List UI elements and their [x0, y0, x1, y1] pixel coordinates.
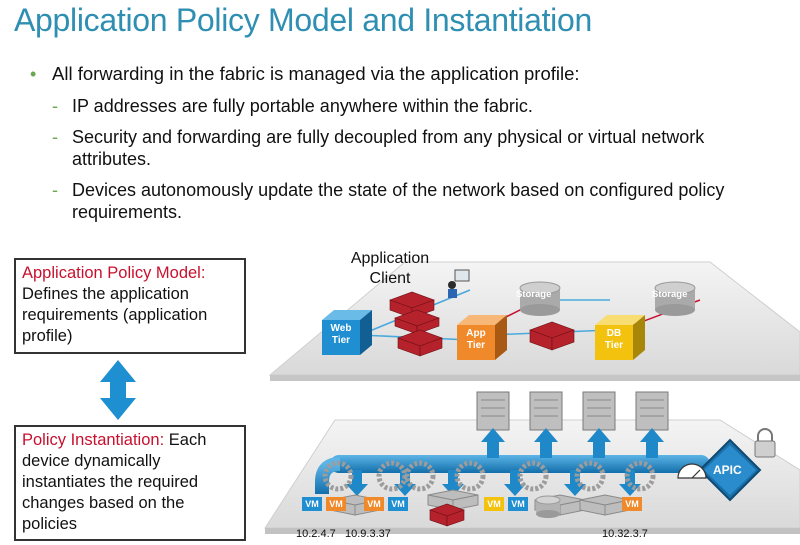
- vm-badge: VM: [364, 497, 384, 511]
- vm-badge: VM: [508, 497, 528, 511]
- vm-label: VM: [305, 499, 319, 509]
- firewall-icon: [429, 503, 465, 527]
- vm-badge: VM: [326, 497, 346, 511]
- storage-icon: [654, 281, 696, 316]
- ip-address-label: 10.2.4.7: [296, 528, 336, 540]
- dashboard-icon: [677, 463, 707, 479]
- sub-bullet-text: Security and forwarding are fully decoup…: [72, 127, 705, 169]
- gear-ring-icon: [322, 460, 656, 492]
- vm-label: VM: [625, 499, 639, 509]
- apic-controller-icon: [698, 438, 762, 502]
- vm-badge: VM: [388, 497, 408, 511]
- page-title: Application Policy Model and Instantiati…: [14, 2, 592, 38]
- leaf-switch-icon: [579, 494, 631, 516]
- firewall-icon: [397, 329, 443, 357]
- client-workstation-icon: [448, 269, 470, 298]
- storage-label: Storage: [516, 289, 552, 300]
- vm-label: VM: [511, 499, 525, 509]
- web-tier-cube: [322, 310, 372, 355]
- storage-label: Storage: [652, 289, 688, 300]
- bullet-dot-icon: •: [30, 64, 37, 84]
- up-arrow-icon: [481, 428, 664, 458]
- vm-badge: VM: [484, 497, 504, 511]
- vm-badge: VM: [302, 497, 322, 511]
- sub-bullet: -Devices autonomously update the state o…: [30, 179, 792, 223]
- main-bullet: • All forwarding in the fabric is managed…: [30, 62, 790, 86]
- db-tier-cube: [595, 315, 645, 360]
- web-tier-label: Web Tier: [330, 323, 352, 346]
- policy-instantiation-heading: Policy Instantiation:: [22, 431, 165, 449]
- sub-bullet-text: IP addresses are fully portable anywhere…: [72, 96, 533, 116]
- lock-icon: [754, 428, 776, 458]
- down-arrow-icon: [346, 470, 641, 496]
- vm-label: VM: [391, 499, 405, 509]
- apic-label: APIC: [713, 463, 742, 477]
- sub-bullet-text: Devices autonomously update the state of…: [72, 180, 725, 222]
- policy-instantiation-text: Each device dynamically instantiates the…: [22, 431, 207, 533]
- vm-label: VM: [487, 499, 501, 509]
- spine-switch-icon: [529, 391, 563, 431]
- db-tier-label: DB Tier: [604, 328, 624, 351]
- vm-label: VM: [367, 499, 381, 509]
- spine-switch-icon: [476, 391, 510, 431]
- dash-icon: -: [52, 96, 58, 116]
- policy-instantiation-box: Policy Instantiation: Each device dynami…: [14, 425, 246, 541]
- spine-switch-icon: [582, 391, 616, 431]
- storage-icon: [535, 495, 561, 518]
- application-client-label: Application Client: [350, 250, 430, 287]
- policy-model-text: Defines the application requirements (ap…: [22, 285, 208, 345]
- ip-address-label: 10.9.3.37: [345, 528, 391, 540]
- app-tier-cube: [457, 315, 507, 360]
- vm-label: VM: [329, 499, 343, 509]
- firewall-icon: [529, 321, 575, 351]
- double-arrow-icon: [100, 360, 136, 420]
- policy-model-heading: Application Policy Model:: [22, 264, 206, 282]
- firewall-icon: [389, 291, 440, 335]
- storage-icon: [519, 281, 561, 316]
- dash-icon: -: [52, 127, 58, 147]
- vm-badge: VM: [622, 497, 642, 511]
- policy-model-box: Application Policy Model: Defines the ap…: [14, 258, 246, 354]
- main-bullet-text: All forwarding in the fabric is managed …: [52, 63, 580, 84]
- app-tier-label: App Tier: [466, 328, 486, 351]
- ip-address-label: 10.32.3.7: [602, 528, 648, 540]
- sub-bullet: -IP addresses are fully portable anywher…: [30, 95, 790, 117]
- sub-bullet: -Security and forwarding are fully decou…: [30, 126, 752, 170]
- dash-icon: -: [52, 180, 58, 200]
- bullet-list: • All forwarding in the fabric is managed…: [30, 62, 790, 223]
- spine-switch-icon: [635, 391, 669, 431]
